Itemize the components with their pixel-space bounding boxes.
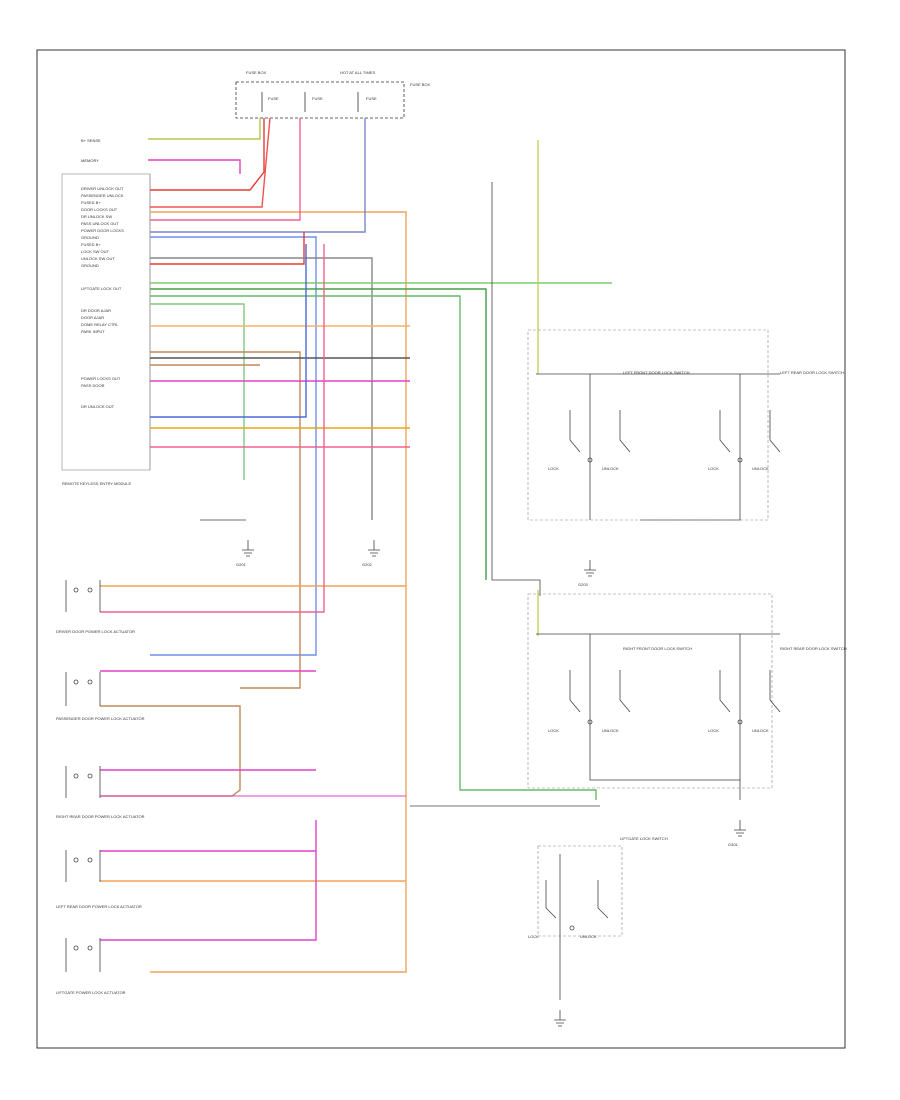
left-actuators: [65, 580, 101, 972]
svg-text:DOOR AJAR: DOOR AJAR: [81, 315, 104, 320]
svg-text:B+ SENSE: B+ SENSE: [81, 138, 101, 143]
svg-text:DR UNLOCK OUT: DR UNLOCK OUT: [81, 404, 115, 409]
switch-liftgate-title: LIFTGATE LOCK SWITCH: [620, 836, 668, 841]
switch-rr-title: RIGHT REAR DOOR LOCK SWITCH: [780, 646, 847, 651]
switch-rf-title: RIGHT FRONT DOOR LOCK SWITCH: [623, 646, 692, 651]
svg-text:LOCK: LOCK: [708, 728, 719, 733]
svg-text:LIFTGATE LOCK OUT: LIFTGATE LOCK OUT: [81, 286, 122, 291]
svg-text:UNLOCK: UNLOCK: [752, 466, 769, 471]
svg-text:G202: G202: [362, 562, 373, 567]
svg-text:DRIVER DOOR POWER LOCK ACTUATO: DRIVER DOOR POWER LOCK ACTUATOR: [56, 629, 135, 634]
fuse-box: FUSE BOX HOT AT ALL TIMES FUSE BOX FUSE …: [235, 70, 431, 119]
svg-text:GROUND: GROUND: [81, 235, 99, 240]
switch-titles: LEFT FRONT DOOR LOCK SWITCH LEFT REAR DO…: [620, 370, 847, 841]
svg-text:LIFTGATE POWER LOCK ACTUATOR: LIFTGATE POWER LOCK ACTUATOR: [56, 990, 126, 995]
svg-text:DOME RELAY CTRL: DOME RELAY CTRL: [81, 322, 119, 327]
svg-text:MEMORY: MEMORY: [81, 158, 99, 163]
switch-contacts: [545, 410, 781, 931]
fuse-a-label: FUSE: [268, 96, 279, 101]
module-connector: REMOTE KEYLESS ENTRY MODULE: [61, 173, 151, 486]
svg-text:POWER LOCKS OUT: POWER LOCKS OUT: [81, 376, 121, 381]
svg-text:G301: G301: [728, 842, 739, 847]
svg-text:G203: G203: [578, 582, 589, 587]
svg-text:DR DOOR AJAR: DR DOOR AJAR: [81, 308, 111, 313]
svg-text:DR UNLOCK SW: DR UNLOCK SW: [81, 214, 112, 219]
svg-text:PASSENGER DOOR POWER LOCK ACTU: PASSENGER DOOR POWER LOCK ACTUATOR: [56, 716, 145, 721]
svg-text:UNLOCK: UNLOCK: [602, 728, 619, 733]
svg-text:GROUND: GROUND: [81, 263, 99, 268]
ground-labels: G201 G202 G203 G301: [236, 562, 739, 847]
svg-text:PASS UNLOCK OUT: PASS UNLOCK OUT: [81, 221, 119, 226]
svg-text:LOCK: LOCK: [528, 934, 539, 939]
fuse-top-label-2: HOT AT ALL TIMES: [340, 70, 375, 75]
svg-text:PASSENGER UNLOCK: PASSENGER UNLOCK: [81, 193, 124, 198]
svg-text:FUSED B+: FUSED B+: [81, 200, 101, 205]
svg-text:LEFT REAR DOOR POWER LOCK ACTU: LEFT REAR DOOR POWER LOCK ACTUATOR: [56, 904, 142, 909]
diagram-frame: [36, 49, 846, 1049]
fuse-box-right-label: FUSE BOX: [410, 82, 431, 87]
module-pins: B+ SENSE MEMORY DRIVER UNLOCK OUT PASSEN…: [81, 138, 124, 409]
svg-text:LOCK: LOCK: [708, 466, 719, 471]
svg-text:DRIVER UNLOCK OUT: DRIVER UNLOCK OUT: [81, 186, 124, 191]
switch-lr-title: LEFT REAR DOOR LOCK SWITCH: [780, 370, 844, 375]
svg-text:LOCK: LOCK: [548, 728, 559, 733]
switch-boxes: [527, 329, 773, 937]
svg-text:LOCK SW OUT: LOCK SW OUT: [81, 249, 110, 254]
fuse-b-label: FUSE: [312, 96, 323, 101]
grounds: [242, 540, 746, 1027]
right-harness: [200, 182, 780, 1000]
svg-text:UNLOCK: UNLOCK: [602, 466, 619, 471]
svg-text:LOCK: LOCK: [548, 466, 559, 471]
wire-harness: [100, 117, 612, 973]
left-actuator-labels: DRIVER DOOR POWER LOCK ACTUATOR PASSENGE…: [56, 629, 145, 995]
svg-text:PASS DOOR: PASS DOOR: [81, 383, 105, 388]
svg-text:RIGHT REAR DOOR POWER LOCK ACT: RIGHT REAR DOOR POWER LOCK ACTUATOR: [56, 814, 145, 819]
svg-text:FUSED B+: FUSED B+: [81, 242, 101, 247]
svg-text:UNLOCK SW OUT: UNLOCK SW OUT: [81, 256, 115, 261]
fuse-c-label: FUSE: [366, 96, 377, 101]
svg-text:POWER DOOR LOCKS: POWER DOOR LOCKS: [81, 228, 124, 233]
switch-lf-title: LEFT FRONT DOOR LOCK SWITCH: [623, 370, 690, 375]
svg-text:UNLOCK: UNLOCK: [752, 728, 769, 733]
fuse-top-label: FUSE BOX: [246, 70, 267, 75]
svg-text:PARK INPUT: PARK INPUT: [81, 329, 105, 334]
svg-text:DOOR LOCKS OUT: DOOR LOCKS OUT: [81, 207, 118, 212]
svg-text:G201: G201: [236, 562, 247, 567]
lock-unlock-labels: LOCK UNLOCK LOCK UNLOCK LOCK UNLOCK LOCK…: [528, 466, 769, 939]
svg-text:UNLOCK: UNLOCK: [580, 934, 597, 939]
module-label: REMOTE KEYLESS ENTRY MODULE: [62, 481, 132, 486]
